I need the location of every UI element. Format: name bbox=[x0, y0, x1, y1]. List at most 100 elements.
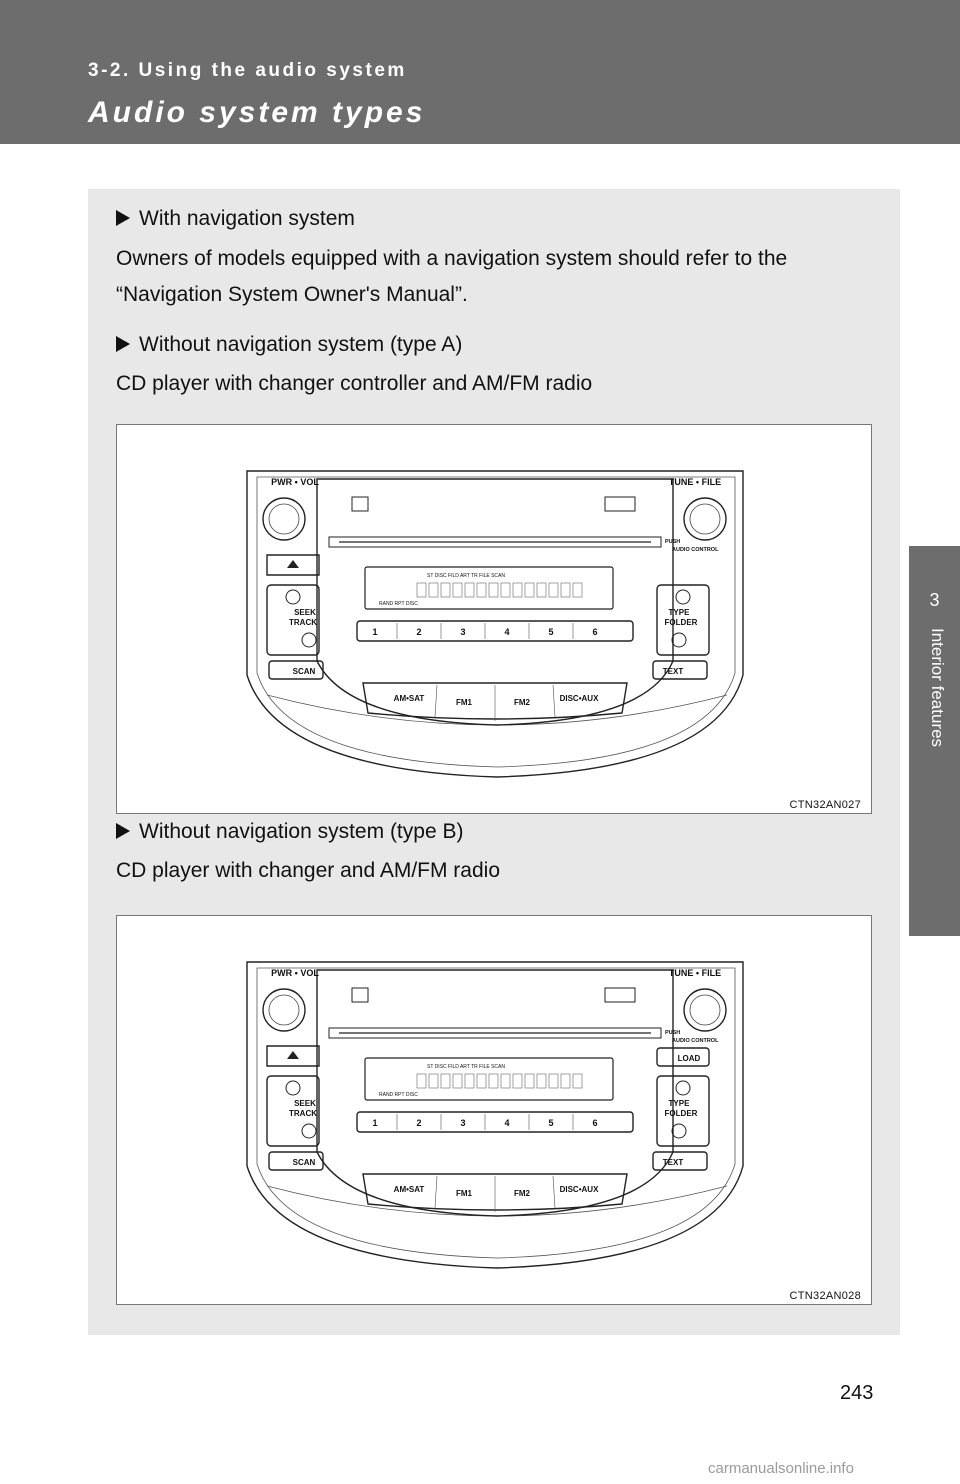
lcd-segment bbox=[500, 1073, 511, 1089]
pwr-vol-knob-inner bbox=[268, 503, 300, 535]
seek-label: SEEK bbox=[294, 608, 316, 617]
type-folder-button bbox=[656, 584, 710, 656]
arrow-right-icon bbox=[116, 823, 130, 839]
lcd-segment bbox=[440, 1073, 451, 1089]
lcd-segment bbox=[512, 582, 523, 598]
display-bottom-label: RAND RPT DISC bbox=[379, 601, 418, 607]
preset-bar bbox=[356, 1111, 634, 1133]
figure-code: CTN32AN027 bbox=[789, 799, 861, 811]
page-number: 243 bbox=[840, 1382, 874, 1404]
seek-label: SEEK bbox=[294, 1099, 316, 1108]
pwr-vol-label: PWR • VOL bbox=[271, 477, 319, 487]
type-down-icon bbox=[671, 632, 687, 648]
scan-button bbox=[268, 1151, 324, 1171]
lcd-segment bbox=[488, 1073, 499, 1089]
lcd-segment bbox=[428, 582, 439, 598]
eject-button bbox=[266, 554, 320, 576]
preset-label: 4 bbox=[504, 1118, 509, 1128]
tune-file-knob bbox=[683, 497, 727, 541]
seek-up-icon bbox=[285, 1080, 301, 1096]
preset-label: 2 bbox=[416, 1118, 421, 1128]
text-label: TEXT bbox=[663, 667, 684, 676]
disc-logo-icon bbox=[351, 496, 369, 512]
lcd-display bbox=[364, 566, 614, 610]
lcd-segment bbox=[560, 1073, 571, 1089]
radio-rim-line bbox=[266, 694, 728, 726]
track-label: TRACK bbox=[289, 618, 317, 627]
preset-label: 6 bbox=[592, 627, 597, 637]
lcd-segment bbox=[536, 582, 547, 598]
pwr-vol-knob bbox=[262, 988, 306, 1032]
type-a-text: CD player with changer controller and AM… bbox=[116, 372, 593, 395]
nav-text: Owners of models equipped with a navigat… bbox=[116, 247, 788, 306]
type-folder-button bbox=[656, 1075, 710, 1147]
lcd-segment bbox=[548, 582, 559, 598]
tune-file-label: TUNE • FILE bbox=[669, 477, 721, 487]
band-divider bbox=[552, 1175, 556, 1209]
page-title: Audio system types bbox=[88, 96, 426, 129]
lcd-segment bbox=[524, 582, 535, 598]
arrow-right-icon bbox=[116, 210, 130, 226]
am-sat-label: AM•SAT bbox=[394, 1185, 425, 1194]
chapter-number: 3 bbox=[929, 590, 940, 610]
text-button bbox=[652, 1151, 708, 1171]
lcd-segment bbox=[560, 582, 571, 598]
type-label: TYPE bbox=[669, 608, 691, 617]
chapter-label: Interior features bbox=[928, 628, 947, 748]
lcd-segment bbox=[512, 1073, 523, 1089]
watermark: carmanualsonline.info bbox=[708, 1460, 854, 1477]
fm2-label: FM2 bbox=[514, 1189, 531, 1198]
track-label: TRACK bbox=[289, 1109, 317, 1118]
radio-rim-line bbox=[266, 1185, 728, 1217]
lcd-segment bbox=[476, 582, 487, 598]
band-divider bbox=[552, 684, 556, 718]
fm1-label: FM1 bbox=[456, 1189, 473, 1198]
band-divider bbox=[434, 684, 438, 718]
display-top-label: ST DISC FILD ART TR FILE SCAN bbox=[427, 573, 505, 579]
preset-label: 3 bbox=[460, 627, 465, 637]
preset-label: 4 bbox=[504, 627, 509, 637]
display-bottom-label: RAND RPT DISC bbox=[379, 1092, 418, 1098]
disc-logo-icon bbox=[351, 987, 369, 1003]
preset-label: 5 bbox=[548, 627, 553, 637]
lcd-segment bbox=[572, 1073, 583, 1089]
type-up-icon bbox=[675, 1080, 691, 1096]
radio-center-panel bbox=[316, 969, 674, 1217]
arrow-right-icon bbox=[116, 336, 130, 352]
lcd-segment bbox=[536, 1073, 547, 1089]
lcd-segment bbox=[416, 1073, 427, 1089]
disc-aux-label: DISC•AUX bbox=[560, 1185, 599, 1194]
figure-code: CTN32AN028 bbox=[789, 1290, 861, 1302]
audio-control-label: AUDIO CONTROL bbox=[672, 1038, 719, 1044]
type-label: TYPE bbox=[669, 1099, 691, 1108]
type-down-icon bbox=[671, 1123, 687, 1139]
seek-down-icon bbox=[301, 1123, 317, 1139]
tune-file-knob-inner bbox=[689, 503, 721, 535]
radio-center-panel bbox=[316, 478, 674, 726]
pwr-vol-knob-inner bbox=[268, 994, 300, 1026]
seek-track-button bbox=[266, 584, 320, 656]
audio-control-label: AUDIO CONTROL bbox=[672, 547, 719, 553]
fm1-label: FM1 bbox=[456, 698, 473, 707]
pwr-vol-knob bbox=[262, 497, 306, 541]
preset-bar bbox=[356, 620, 634, 642]
type-b-text: CD player with changer and AM/FM radio bbox=[116, 859, 500, 882]
lcd-segment bbox=[416, 582, 427, 598]
lcd-segment bbox=[452, 1073, 463, 1089]
radio-faceplate bbox=[246, 470, 744, 778]
disc-aux-label: DISC•AUX bbox=[560, 694, 599, 703]
folder-label: FOLDER bbox=[665, 618, 698, 627]
radio-inner-bezel bbox=[256, 476, 736, 768]
seek-track-button bbox=[266, 1075, 320, 1147]
lcd-segment bbox=[572, 582, 583, 598]
text-button bbox=[652, 660, 708, 680]
eject-icon bbox=[287, 1051, 299, 1059]
page-header: 3-2. Using the audio system Audio system… bbox=[0, 0, 960, 144]
type-a-heading: Without navigation system (type A) bbox=[116, 333, 462, 357]
section-label: 3-2. Using the audio system bbox=[88, 60, 407, 81]
am-sat-label: AM•SAT bbox=[394, 694, 425, 703]
lcd-segment bbox=[440, 582, 451, 598]
cd-slot bbox=[328, 1027, 662, 1039]
